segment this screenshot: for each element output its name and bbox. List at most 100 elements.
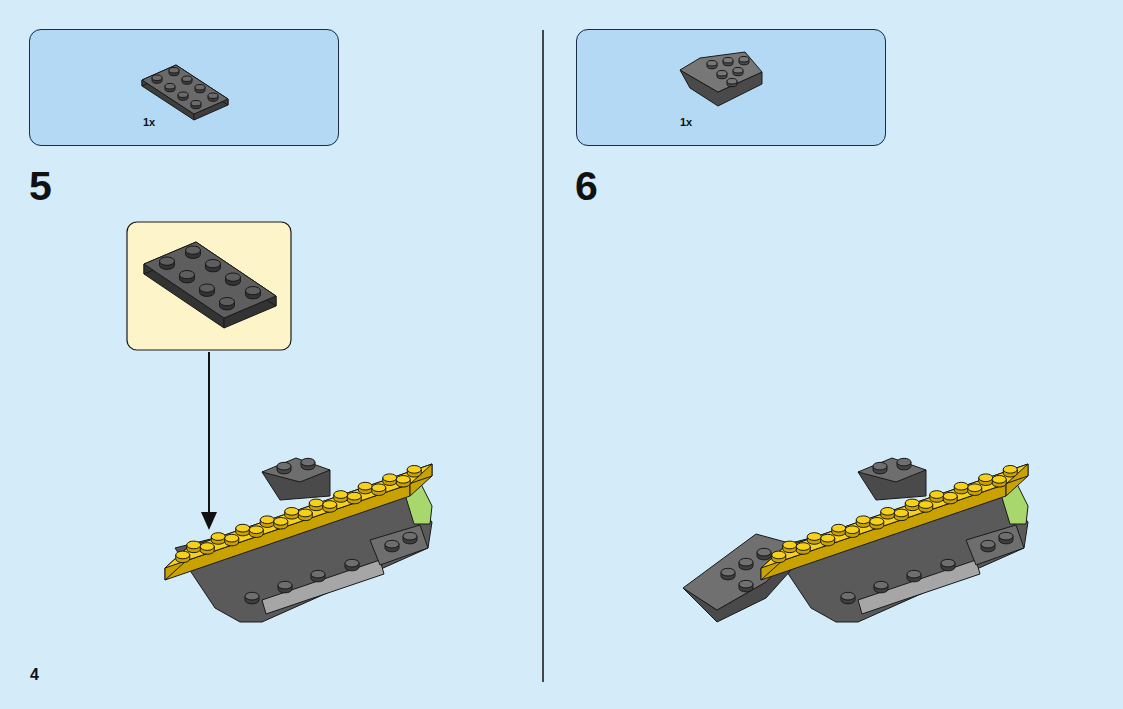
stud — [298, 509, 312, 521]
stud — [707, 61, 717, 69]
plate-side — [761, 484, 1006, 580]
stud — [999, 532, 1013, 544]
stud — [943, 492, 957, 504]
light-grey-tile — [262, 560, 384, 614]
stud — [160, 257, 175, 269]
stud — [796, 543, 810, 555]
plate-top — [142, 65, 228, 114]
stud — [278, 581, 292, 593]
stud — [739, 57, 749, 65]
stud — [383, 474, 397, 486]
stud — [907, 570, 921, 582]
stud — [211, 533, 225, 545]
stud — [372, 484, 386, 496]
stud — [176, 551, 190, 563]
stud — [981, 540, 995, 552]
stud — [187, 541, 201, 553]
stud — [249, 526, 263, 538]
parts-callout: 1x — [29, 29, 339, 146]
stud — [206, 260, 221, 272]
stud — [260, 516, 274, 528]
placement-arrow — [208, 352, 210, 514]
stud — [873, 462, 887, 474]
stud — [845, 526, 859, 538]
quantity-label: 1x — [143, 116, 155, 128]
stud — [225, 534, 239, 546]
stud — [821, 534, 835, 546]
stud — [772, 551, 786, 563]
stud — [1003, 466, 1017, 478]
stud — [954, 482, 968, 494]
stud — [152, 75, 162, 83]
stud — [727, 79, 737, 87]
stud — [178, 92, 188, 100]
stud — [195, 85, 205, 93]
model — [683, 458, 1028, 622]
stud — [347, 492, 361, 504]
quantity-label: 1x — [680, 116, 692, 128]
parts-callout-fill — [29, 29, 339, 146]
stud — [757, 548, 771, 560]
stud — [919, 501, 933, 513]
stud — [334, 491, 348, 503]
plate-top — [761, 464, 1028, 568]
stud — [311, 570, 325, 582]
slope-top — [262, 458, 330, 482]
stud — [301, 458, 315, 470]
stud — [856, 516, 870, 528]
stud — [208, 93, 218, 101]
stud — [739, 580, 753, 592]
stud — [200, 543, 214, 555]
stud — [941, 559, 955, 571]
stud — [309, 499, 323, 511]
stud — [407, 466, 421, 478]
stud — [274, 518, 288, 530]
stud — [874, 581, 888, 593]
stud — [717, 71, 727, 79]
stud — [396, 476, 410, 488]
step-number: 5 — [29, 166, 52, 207]
stud — [905, 499, 919, 511]
stud — [992, 476, 1006, 488]
stud — [200, 284, 215, 296]
plate-top — [144, 242, 276, 318]
step-number: 6 — [575, 166, 598, 207]
stud — [968, 484, 982, 496]
stud — [191, 101, 201, 109]
model — [165, 458, 432, 622]
step-inset — [127, 222, 291, 350]
part-plate-2x4 — [142, 65, 228, 120]
inset-plate — [144, 242, 276, 328]
stud — [832, 524, 846, 536]
stud — [403, 532, 417, 544]
slope-top — [858, 458, 926, 482]
stud — [881, 508, 895, 520]
arrow-head — [201, 512, 217, 530]
front-plate — [370, 525, 428, 565]
stud — [739, 558, 753, 570]
stud — [323, 501, 337, 513]
stud — [226, 273, 241, 285]
stud — [182, 76, 192, 84]
stud — [841, 592, 855, 604]
stud — [897, 458, 911, 470]
stud — [277, 462, 291, 474]
light-grey-tile — [858, 560, 980, 614]
front-plate — [966, 525, 1024, 565]
parts-callout-fill — [576, 29, 886, 146]
stud — [236, 524, 250, 536]
stud — [807, 533, 821, 545]
stud — [345, 559, 359, 571]
stud — [979, 474, 993, 486]
stud — [894, 509, 908, 521]
stud — [385, 540, 399, 552]
stud — [186, 246, 201, 258]
part-wedge-plate — [680, 52, 762, 106]
plate-side — [165, 484, 410, 580]
page-divider — [542, 30, 544, 682]
stud — [733, 68, 743, 76]
stud — [721, 568, 735, 580]
stud — [285, 508, 299, 520]
